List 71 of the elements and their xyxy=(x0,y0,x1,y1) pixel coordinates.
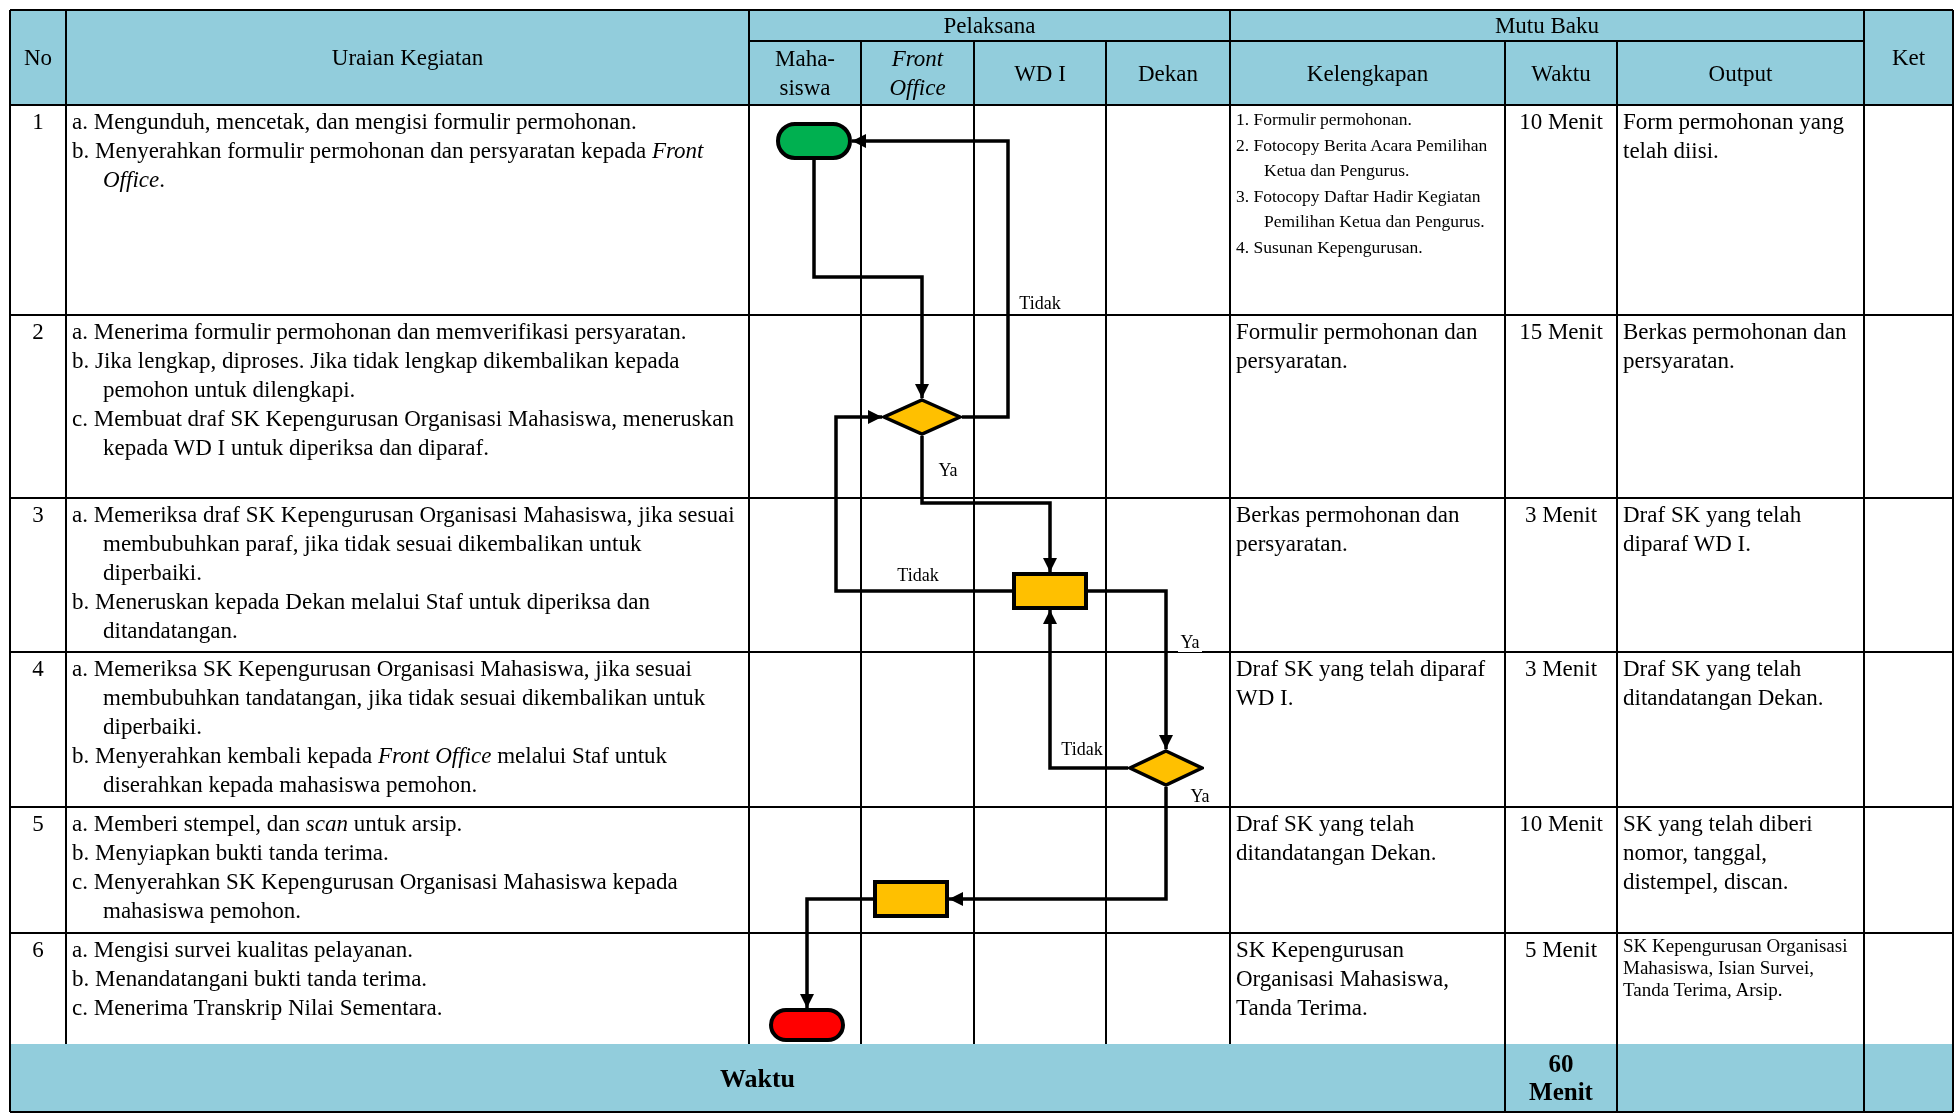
requirement-text: Berkas permohonan dan persyaratan. xyxy=(1236,501,1461,558)
duration-text: 10 Menit xyxy=(1518,108,1604,136)
total-label: Waktu xyxy=(719,1063,796,1093)
activity-text: b. Menyerahkan formulir permohonan dan persyaratan kepada Front Office. xyxy=(72,137,705,194)
row-number: 3 xyxy=(31,501,45,529)
decision-diamond xyxy=(882,398,962,436)
connector-arrow xyxy=(1043,610,1128,770)
requirement-text: SK Kepengurusan Organisasi Mahasiswa, Tanda Terima. xyxy=(1236,936,1450,1022)
terminal-shape xyxy=(769,1008,845,1042)
output-text: SK Kepengurusan Organisasi Mahasiswa, Isian Survei, Tanda Terima, Arsip. xyxy=(1623,935,1849,1001)
requirement-text: Formulir permohonan dan persyaratan. xyxy=(1236,318,1479,375)
activity-text: a. Menerima formulir permohonan dan memverifikasi persyaratan. xyxy=(72,318,688,346)
process-box xyxy=(873,880,949,918)
edge-label: Ya xyxy=(1178,632,1202,652)
connector-arrow xyxy=(812,160,929,398)
column-header: Kelengkapan xyxy=(1306,59,1429,88)
connector-arrow xyxy=(852,134,1010,419)
activity-text: c. Membuat draf SK Kepengurusan Organisasi Mahasiswa, meneruskan kepada WD I untuk diperiksa dan diparaf. xyxy=(72,405,735,462)
activity-text: a. Mengisi survei kualitas pelayanan. xyxy=(72,936,415,964)
process-box xyxy=(1012,572,1088,610)
duration-text: 5 Menit xyxy=(1523,936,1599,964)
column-header: Front Office xyxy=(888,45,947,102)
activity-text: b. Menyiapkan bukti tanda terima. xyxy=(72,839,390,867)
activity-text: a. Memberi stempel, dan scan untuk arsip. xyxy=(72,810,464,838)
duration-text: 15 Menit xyxy=(1518,318,1604,346)
column-header: Pelaksana xyxy=(943,12,1036,40)
row-number: 1 xyxy=(31,108,45,136)
column-header: No xyxy=(23,44,53,72)
activity-text: b. Menandatangani bukti tanda terima. xyxy=(72,965,429,993)
column-header: Waktu xyxy=(1531,59,1591,88)
column-header: Dekan xyxy=(1138,59,1198,88)
column-header: Maha-siswa xyxy=(774,45,836,102)
requirement-text: 3. Fotocopy Daftar Hadir Kegiatan Pemilihan Ketua dan Pengurus. xyxy=(1236,184,1486,233)
column-header: Mutu Baku xyxy=(1494,12,1600,40)
total-duration: 60 Menit xyxy=(1528,1050,1594,1106)
row-number: 5 xyxy=(31,810,45,838)
duration-text: 3 Menit xyxy=(1523,501,1599,529)
output-text: Berkas permohonan dan persyaratan. xyxy=(1623,318,1848,375)
requirement-text: Draf SK yang telah diparaf WD I. xyxy=(1236,655,1487,712)
connector-arrow xyxy=(800,897,873,1008)
connector-arrow xyxy=(834,410,1012,593)
output-text: Draf SK yang telah ditandatangan Dekan. xyxy=(1623,655,1825,712)
requirement-text: 2. Fotocopy Berita Acara Pemilihan Ketua dan Pengurus. xyxy=(1236,133,1489,182)
activity-text: b. Menyerahkan kembali kepada Front Office melalui Staf untuk diserahkan kepada mahasiswa pemohon. xyxy=(72,742,669,799)
activity-text: c. Menyerahkan SK Kepengurusan Organisasi Mahasiswa kepada mahasiswa pemohon. xyxy=(72,868,679,925)
activity-text: b. Meneruskan kepada Dekan melalui Staf untuk diperiksa dan ditandatangan. xyxy=(72,588,652,645)
column-header: Uraian Kegiatan xyxy=(331,44,484,72)
output-text: SK yang telah diberi nomor, tanggal, distempel, discan. xyxy=(1623,810,1814,896)
connector-arrow xyxy=(949,787,1168,906)
terminal-shape xyxy=(776,122,852,160)
row-number: 4 xyxy=(31,655,45,683)
requirement-text: 1. Formulir permohonan. xyxy=(1236,108,1413,131)
connector-arrow xyxy=(1088,589,1173,749)
output-text: Form permohonan yang telah diisi. xyxy=(1623,108,1845,165)
column-header: Ket xyxy=(1891,44,1926,72)
column-header: Output xyxy=(1708,59,1773,88)
duration-text: 10 Menit xyxy=(1518,810,1604,838)
row-number: 6 xyxy=(31,936,45,964)
decision-diamond xyxy=(1128,749,1204,787)
activity-text: a. Mengunduh, mencetak, dan mengisi formulir permohonan. xyxy=(72,108,638,136)
row-number: 2 xyxy=(31,318,45,346)
activity-text: a. Memeriksa SK Kepengurusan Organisasi Mahasiswa, jika sesuai membubuhkan tandatangan, jika tidak sesuai dikembalikan untuk diperbaiki. xyxy=(72,655,707,741)
duration-text: 3 Menit xyxy=(1523,655,1599,683)
requirement-text: 4. Susunan Kepengurusan. xyxy=(1236,235,1424,259)
connector-arrow xyxy=(920,436,1057,572)
requirement-text: Draf SK yang telah ditandatangan Dekan. xyxy=(1236,810,1438,867)
activity-text: b. Jika lengkap, diproses. Jika tidak lengkap dikembalikan kepada pemohon untuk dilengkapi. xyxy=(72,347,681,404)
activity-text: c. Menerima Transkrip Nilai Sementara. xyxy=(72,994,444,1022)
column-header: WD I xyxy=(1014,59,1066,88)
output-text: Draf SK yang telah diparaf WD I. xyxy=(1623,501,1803,558)
activity-text: a. Memeriksa draf SK Kepengurusan Organisasi Mahasiswa, jika sesuai membubuhkan paraf, jika tidak sesuai dikembalikan untuk diperbaiki. xyxy=(72,501,736,587)
